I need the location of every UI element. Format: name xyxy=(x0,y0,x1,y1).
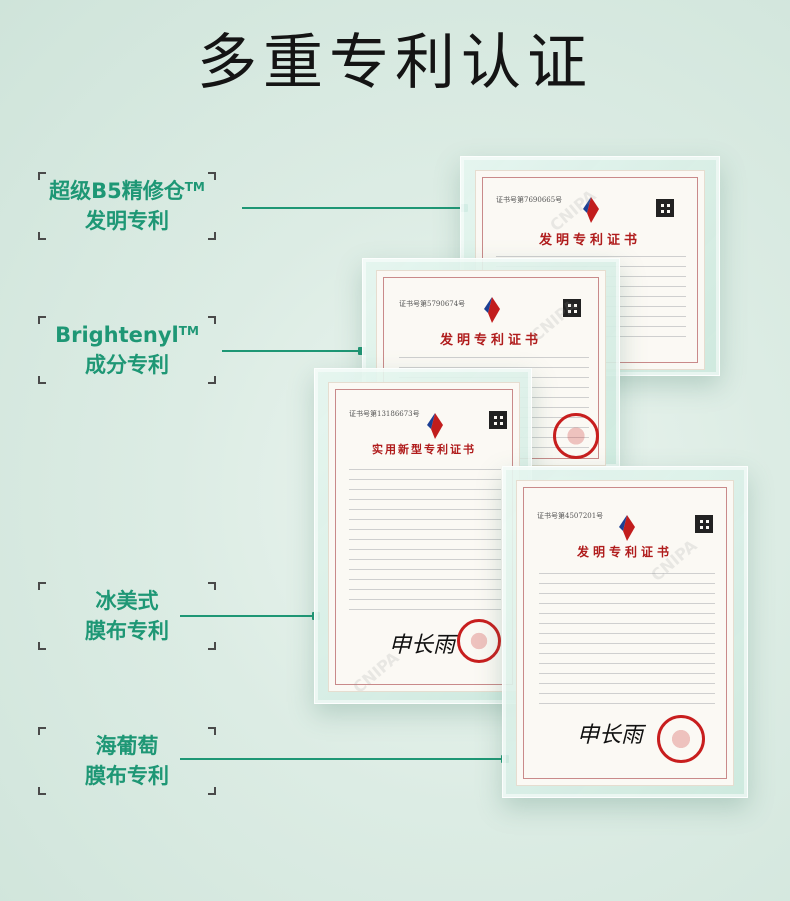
bracket-corner xyxy=(38,376,46,384)
callout-title: 超级B5精修仓 xyxy=(49,179,185,203)
certificate-number: 证书号第13186673号 xyxy=(349,410,420,418)
bracket-corner xyxy=(38,172,46,180)
certificate-text-lines xyxy=(539,573,715,713)
patent-office-logo-icon xyxy=(583,197,599,223)
certificate-utility-model: 证书号第13186673号 实用新型专利证书 申长雨 CNIPA xyxy=(328,382,520,692)
bracket-corner xyxy=(208,727,216,735)
callout-title: 冰美式 xyxy=(95,589,159,613)
bracket-corner xyxy=(38,642,46,650)
bracket-corner xyxy=(208,582,216,590)
qr-code-icon xyxy=(489,411,507,429)
bracket-corner xyxy=(38,582,46,590)
callout-b5-invention-patent: 超级B5精修仓TM 发明专利 xyxy=(38,172,216,240)
certificate-text-lines xyxy=(349,469,501,619)
callout-iced-americano-mask-patent: 冰美式 膜布专利 xyxy=(38,582,216,650)
callout-sea-grape-mask-patent: 海葡萄 膜布专利 xyxy=(38,727,216,795)
trademark-mark: TM xyxy=(178,324,199,338)
certificate-number: 证书号第5790674号 xyxy=(399,300,466,308)
signature: 申长雨 xyxy=(577,723,644,748)
patent-office-logo-icon xyxy=(484,297,500,323)
certificate-border xyxy=(523,487,727,779)
official-seal xyxy=(553,413,599,459)
trademark-mark: TM xyxy=(184,180,205,194)
bracket-corner xyxy=(38,232,46,240)
qr-code-icon xyxy=(563,299,581,317)
bracket-corner xyxy=(38,316,46,324)
official-seal xyxy=(657,715,705,763)
callout-brightenyl-patent: BrightenylTM 成分专利 xyxy=(38,316,216,384)
connector-line xyxy=(242,204,468,212)
bracket-corner xyxy=(208,232,216,240)
callout-subtitle: 成分专利 xyxy=(85,353,169,377)
qr-code-icon xyxy=(656,199,674,217)
callout-subtitle: 膜布专利 xyxy=(85,764,169,788)
certificate-number: 证书号第7690665号 xyxy=(496,196,563,204)
certificate-title: 发明专利证书 xyxy=(538,233,641,248)
callout-subtitle: 膜布专利 xyxy=(85,619,169,643)
official-seal xyxy=(457,619,501,663)
certificate-title: 发明专利证书 xyxy=(439,333,542,348)
connector-line xyxy=(180,755,509,763)
qr-code-icon xyxy=(695,515,713,533)
certificate-title: 发明专利证书 xyxy=(576,545,673,559)
bracket-corner xyxy=(208,316,216,324)
signature: 申长雨 xyxy=(389,633,456,658)
callout-subtitle: 发明专利 xyxy=(85,209,169,233)
callout-title: Brightenyl xyxy=(55,323,179,347)
bracket-corner xyxy=(208,172,216,180)
certificate-invention-3: 证书号第4507201号 发明专利证书 申长雨 CNIPA xyxy=(516,480,734,786)
connector-line xyxy=(180,612,320,620)
patent-office-logo-icon xyxy=(427,413,443,439)
certificate-number: 证书号第4507201号 xyxy=(537,512,604,520)
page-title: 多重专利认证 xyxy=(197,28,593,98)
certificate-title: 实用新型专利证书 xyxy=(372,443,476,456)
bracket-corner xyxy=(38,787,46,795)
patent-office-logo-icon xyxy=(619,515,635,541)
bracket-corner xyxy=(208,642,216,650)
connector-line xyxy=(222,347,366,355)
bracket-corner xyxy=(38,727,46,735)
bracket-corner xyxy=(208,787,216,795)
bracket-corner xyxy=(208,376,216,384)
callout-title: 海葡萄 xyxy=(95,734,159,758)
